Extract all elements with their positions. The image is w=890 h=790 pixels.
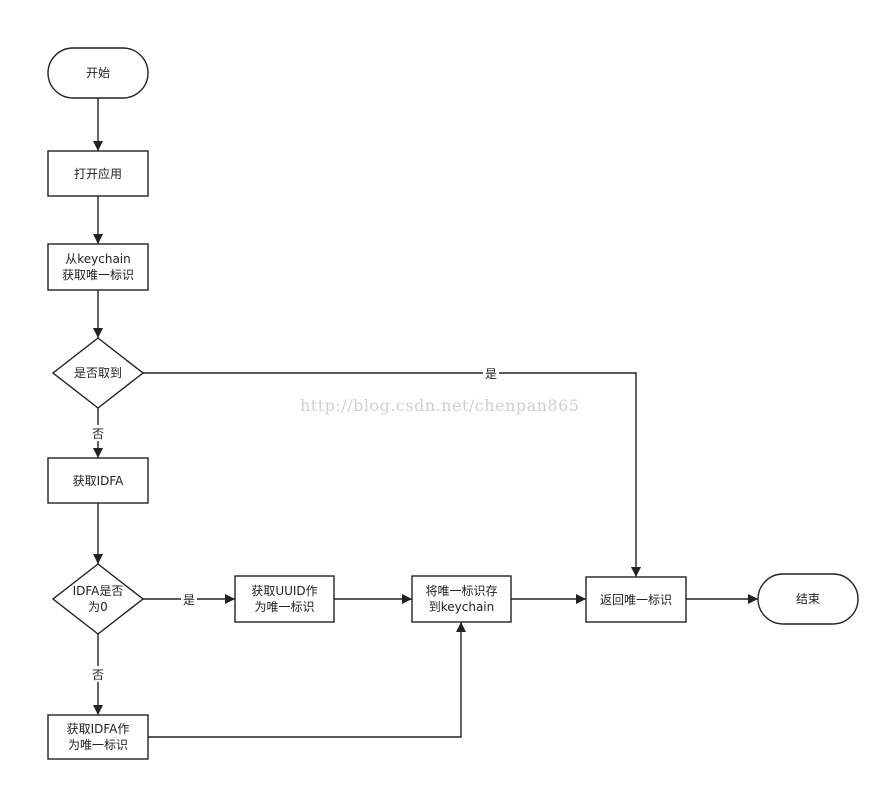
watermark-text: http://blog.csdn.net/chenpan865 — [300, 396, 579, 415]
node-save-to-keychain-line1: 将唯一标识存 — [425, 584, 497, 598]
node-idfa-as-id: 获取IDFA作 为唯一标识 — [47, 714, 149, 760]
node-uuid-as-id-line2: 为唯一标识 — [254, 600, 314, 614]
node-get-from-keychain-line2: 获取唯一标识 — [62, 268, 134, 282]
edge-label-idfa-zero-yes: 是 — [183, 593, 195, 607]
label-mask — [483, 365, 499, 381]
node-start-text: 开始 — [86, 66, 110, 80]
node-end: 结束 — [757, 573, 859, 625]
node-save-to-keychain: 将唯一标识存 到keychain — [411, 575, 512, 623]
node-return-id: 返回唯一标识 — [585, 576, 687, 623]
node-idfa-is-zero-line1: IDFA是否 — [73, 584, 124, 598]
node-idfa-is-zero-line2: 为0 — [88, 600, 108, 614]
node-open-app: 打开应用 — [47, 150, 149, 197]
label-mask — [90, 425, 106, 441]
node-start: 开始 — [47, 47, 149, 99]
node-is-got-text: 是否取到 — [74, 366, 122, 380]
node-get-idfa: 获取IDFA — [47, 457, 149, 504]
node-end-text: 结束 — [796, 592, 820, 606]
node-get-from-keychain-line1: 从keychain — [65, 252, 131, 266]
node-get-idfa-text: 获取IDFA — [73, 474, 125, 488]
edge-label-idfa-zero-no: 否 — [92, 668, 104, 682]
node-uuid-as-id-line1: 获取UUID作 — [251, 584, 317, 598]
edge-idfa-id-to-save — [148, 622, 466, 738]
node-get-from-keychain: 从keychain 获取唯一标识 — [47, 243, 149, 291]
label-mask — [90, 666, 106, 682]
node-save-to-keychain-line2: 到keychain — [429, 600, 495, 614]
label-mask — [181, 591, 197, 607]
node-is-got-decision: 是否取到 — [51, 337, 145, 409]
node-idfa-is-zero-decision: IDFA是否 为0 — [51, 563, 145, 635]
node-return-id-text: 返回唯一标识 — [600, 593, 672, 607]
node-idfa-as-id-line2: 为唯一标识 — [68, 738, 128, 752]
node-open-app-text: 打开应用 — [74, 166, 122, 181]
edge-label-is-got-no: 否 — [92, 427, 104, 441]
edge-label-is-got-yes: 是 — [485, 367, 497, 381]
node-uuid-as-id: 获取UUID作 为唯一标识 — [234, 575, 335, 623]
edge-decision-yes-to-return — [143, 372, 641, 577]
node-idfa-as-id-line1: 获取IDFA作 — [67, 722, 130, 736]
